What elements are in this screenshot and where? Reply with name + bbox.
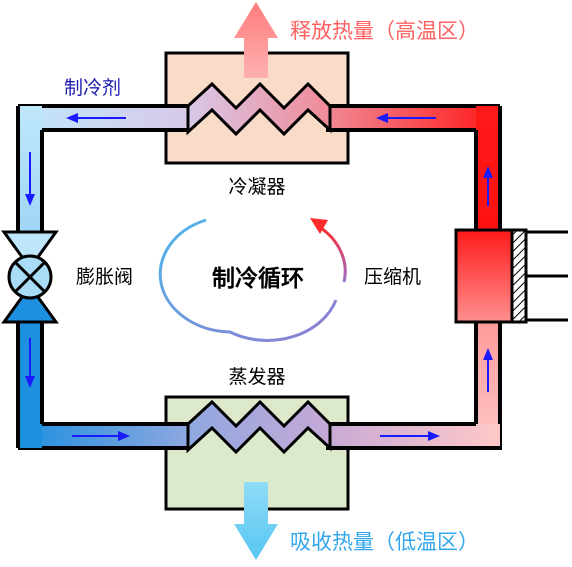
flow-arrow-bottom-right (380, 431, 440, 441)
flow-arrow-right-up-2 (483, 348, 493, 392)
flow-arrow-bottom-left (72, 431, 130, 441)
flow-arrows (25, 113, 493, 441)
release-heat-arrow (234, 2, 278, 78)
circular-arrows-icon (158, 218, 347, 342)
flow-arrow-top-right (376, 113, 436, 123)
flow-arrow-top-left (66, 113, 126, 123)
expansion-valve-icon (1, 230, 59, 324)
evaporator-coil (186, 399, 332, 455)
pipe-top-right (326, 104, 500, 132)
flow-arrow-left-down-2 (25, 338, 35, 388)
absorb-heat-label: 吸收热量（低温区） (290, 530, 479, 554)
cycle-label: 制冷循环 (212, 265, 304, 292)
flow-arrow-right-up-1 (483, 166, 493, 206)
refrigerant-label: 制冷剂 (64, 77, 121, 99)
flow-arrow-left-down-1 (25, 152, 35, 206)
pipe-bottom-left (18, 422, 190, 450)
absorb-heat-arrow (234, 482, 278, 560)
evaporator-label: 蒸发器 (228, 366, 285, 388)
compressor-icon (454, 228, 568, 324)
expansion-valve-label: 膨胀阀 (76, 266, 133, 288)
condenser-label: 冷凝器 (228, 176, 285, 198)
compressor-label: 压缩机 (364, 266, 421, 288)
release-heat-label: 释放热量（高温区） (290, 19, 479, 43)
condenser-coil (186, 81, 332, 137)
